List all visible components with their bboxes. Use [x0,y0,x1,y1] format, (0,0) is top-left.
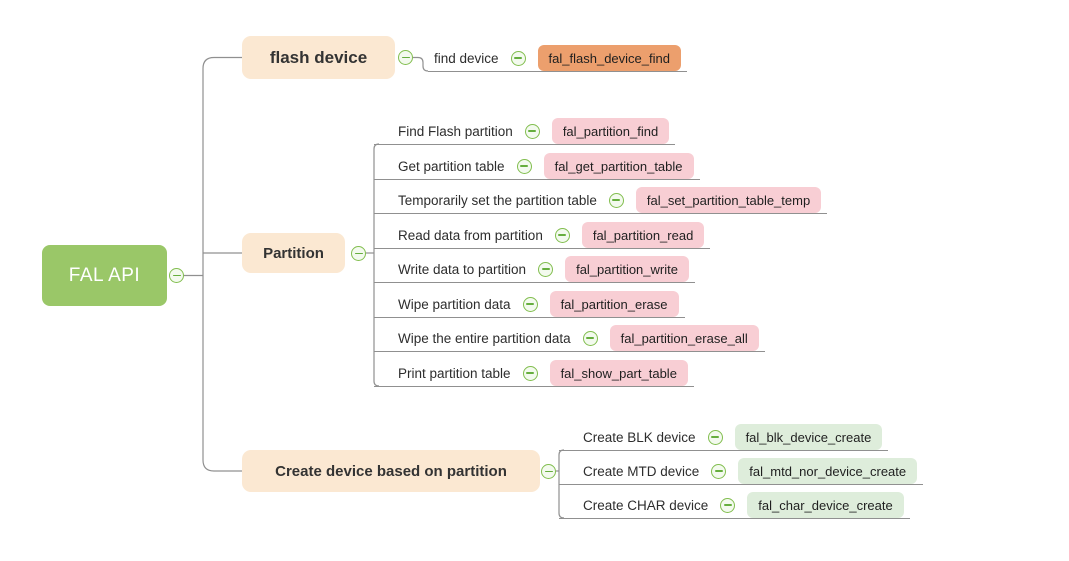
api-function-chip[interactable]: fal_partition_erase_all [609,325,759,351]
branch-node-partition[interactable]: Partition [242,233,345,273]
subnode-row: Wipe partition data fal_partition_erase [374,291,685,318]
subnode-label[interactable]: Wipe the entire partition data [398,330,571,346]
collapse-icon[interactable] [522,365,538,381]
collapse-icon[interactable] [554,227,570,243]
subnode-row: Create CHAR device fal_char_device_creat… [559,492,910,519]
branch-node-create-device[interactable]: Create device based on partition [242,450,540,492]
collapse-icon[interactable] [541,464,556,479]
api-function-chip[interactable]: fal_char_device_create [747,492,904,518]
subnode-label[interactable]: Create BLK device [583,429,696,445]
collapse-icon[interactable] [707,429,723,445]
subnode-row: Get partition table fal_get_partition_ta… [374,153,700,180]
api-function-chip[interactable]: fal_partition_read [581,222,705,248]
collapse-icon[interactable] [516,158,532,174]
collapse-icon[interactable] [510,50,526,66]
subnode-row: Create MTD device fal_mtd_nor_device_cre… [559,458,924,485]
collapse-icon[interactable] [711,463,727,479]
subnode-row: Temporarily set the partition table fal_… [374,187,828,214]
api-function-chip[interactable]: fal_partition_erase [549,291,679,317]
subnode-label[interactable]: find device [434,50,499,66]
subnode-row: Write data to partition fal_partition_wr… [374,256,695,283]
subnode-row: find device fal_flash_device_find [428,45,687,72]
api-function-chip[interactable]: fal_partition_write [565,256,689,282]
subnode-label[interactable]: Find Flash partition [398,123,513,139]
branch-node-flash-device[interactable]: flash device [242,36,395,79]
subnode-label[interactable]: Write data to partition [398,261,527,277]
api-function-chip[interactable]: fal_mtd_nor_device_create [738,458,918,484]
collapse-icon[interactable] [720,497,736,513]
collapse-icon[interactable] [582,330,598,346]
subnode-label[interactable]: Read data from partition [398,227,543,243]
api-function-chip[interactable]: fal_blk_device_create [734,424,883,450]
collapse-icon[interactable] [169,268,184,283]
root-node[interactable]: FAL API [42,245,167,306]
api-function-chip[interactable]: fal_get_partition_table [543,153,694,179]
api-function-chip[interactable]: fal_set_partition_table_temp [635,187,822,213]
collapse-icon[interactable] [608,192,624,208]
subnode-label[interactable]: Wipe partition data [398,296,511,312]
collapse-icon[interactable] [522,296,538,312]
subnode-row: Read data from partition fal_partition_r… [374,222,711,249]
subnode-label[interactable]: Create MTD device [583,463,700,479]
subnode-label[interactable]: Get partition table [398,158,505,174]
subnode-row: Print partition table fal_show_part_tabl… [374,360,694,387]
api-function-chip[interactable]: fal_partition_find [551,118,670,144]
subnode-label[interactable]: Create CHAR device [583,497,709,513]
subnode-row: Create BLK device fal_blk_device_create [559,424,889,451]
collapse-icon[interactable] [351,246,366,261]
api-function-chip[interactable]: fal_flash_device_find [537,45,681,71]
api-function-chip[interactable]: fal_show_part_table [549,360,688,386]
collapse-icon[interactable] [538,261,554,277]
collapse-icon[interactable] [398,50,413,65]
subnode-label[interactable]: Print partition table [398,365,511,381]
subnode-label[interactable]: Temporarily set the partition table [398,192,597,208]
collapse-icon[interactable] [524,123,540,139]
subnode-row: Find Flash partition fal_partition_find [374,118,676,145]
subnode-row: Wipe the entire partition data fal_parti… [374,325,765,352]
